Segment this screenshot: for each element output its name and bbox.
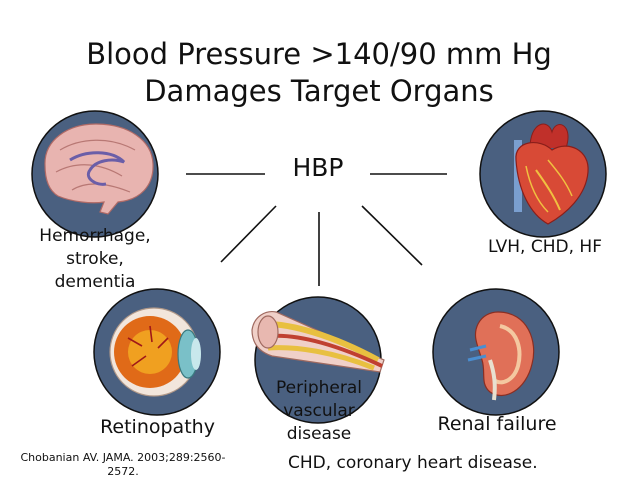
kidney-icon xyxy=(432,288,560,416)
heart-label: LVH, CHD, HF xyxy=(488,237,602,257)
slide-title-line1: Blood Pressure >140/90 mm Hg xyxy=(86,37,552,71)
brain-label-line2: stroke, xyxy=(66,249,124,269)
citation-line2: 2572. xyxy=(107,465,139,478)
citation-line1: Chobanian AV. JAMA. 2003;289:2560- xyxy=(20,451,226,464)
brain-icon xyxy=(31,110,159,238)
brain-label-line1: Hemorrhage, xyxy=(39,226,151,246)
slide-title-line2: Damages Target Organs xyxy=(144,74,494,108)
artery-label-line1: Peripheral xyxy=(276,378,362,398)
connector-lines xyxy=(186,173,447,286)
brain-label: Hemorrhage, stroke, dementia xyxy=(20,225,170,294)
connector-eye xyxy=(220,205,277,263)
heart-icon xyxy=(479,110,607,238)
artery-icon xyxy=(251,296,385,424)
eye-icon xyxy=(93,288,221,416)
artery-label-line3: disease xyxy=(286,424,352,444)
kidney-label: Renal failure xyxy=(437,413,557,435)
hbp-hub-label: HBP xyxy=(292,153,344,182)
artery-label-line2: vascular xyxy=(283,401,355,421)
footnote: CHD, coronary heart disease. xyxy=(288,453,538,473)
citation: Chobanian AV. JAMA. 2003;289:2560- 2572. xyxy=(8,451,238,479)
connector-kidney xyxy=(361,205,423,266)
artery-label: Peripheral vascular disease xyxy=(244,377,394,446)
eye-label: Retinopathy xyxy=(100,416,215,438)
brain-label-line3: dementia xyxy=(54,272,136,292)
